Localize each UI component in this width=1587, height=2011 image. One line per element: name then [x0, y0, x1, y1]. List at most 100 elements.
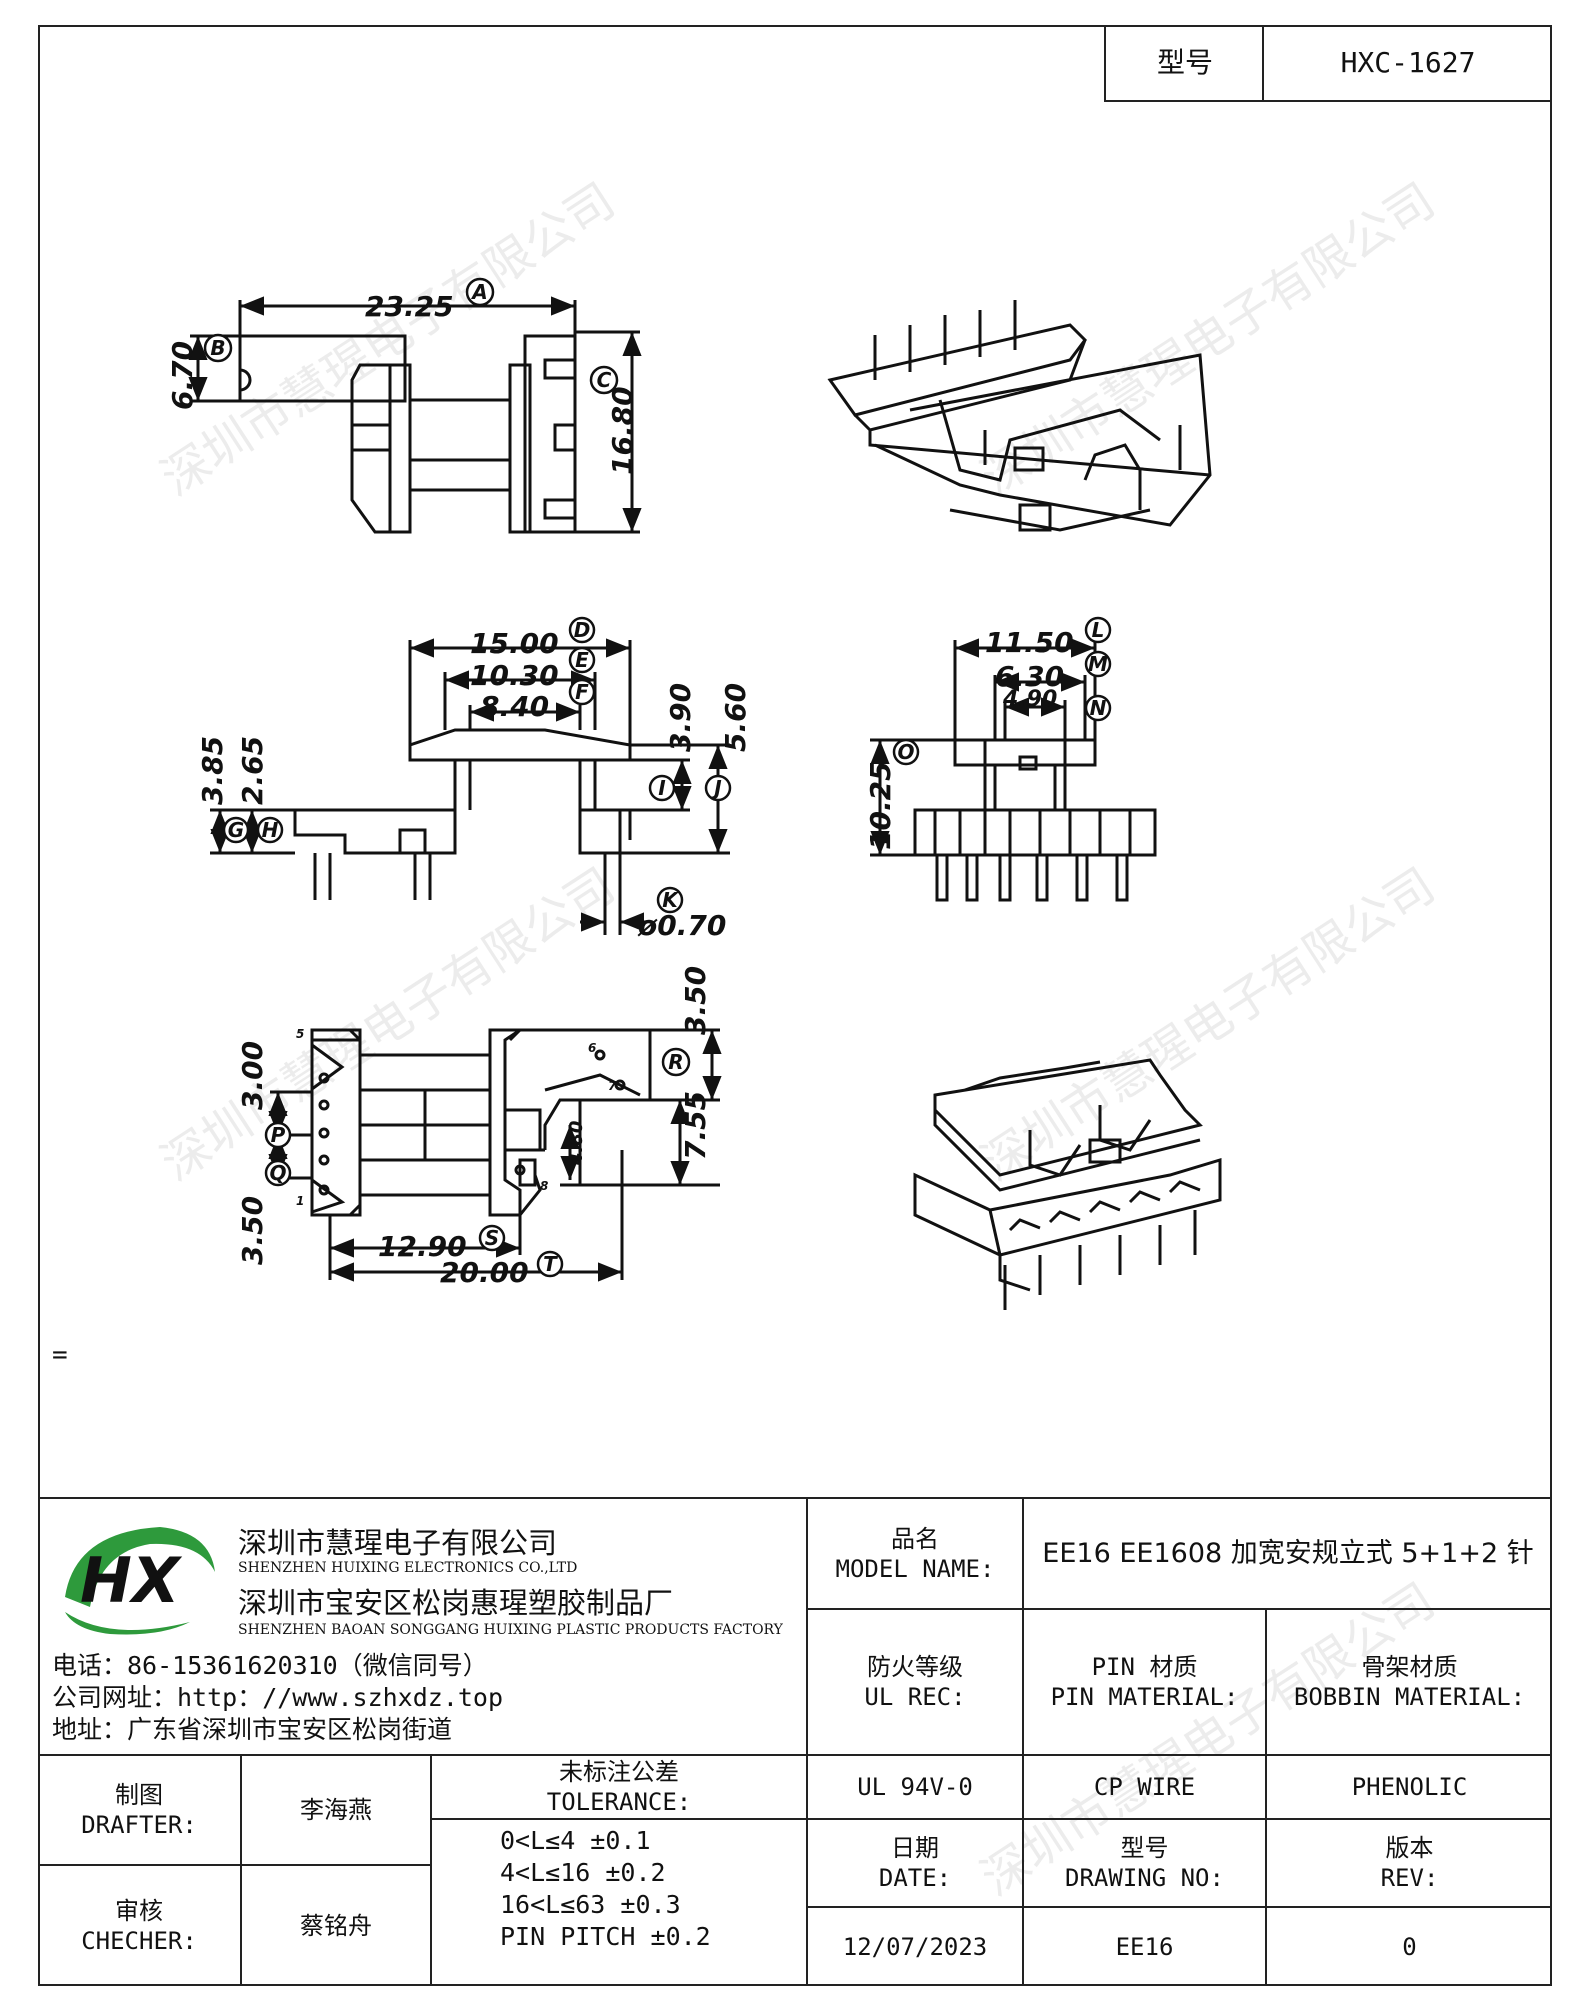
dim-D: 15.00 — [470, 627, 559, 660]
model-value-text: HXC-1627 — [1340, 46, 1476, 79]
dim-K: ø0.70 — [637, 909, 726, 942]
dim-R2: 7.55 — [679, 1091, 712, 1160]
pin-number: 8 — [540, 1179, 548, 1193]
balloon-letter: S — [485, 1226, 499, 1250]
balloon-letter: D — [574, 618, 591, 642]
factory-name-en: SHENZHEN BAOAN SONGGANG HUIXING PLASTIC … — [238, 1622, 783, 1638]
ul-rec-label: 防火等级 UL REC: — [808, 1610, 1022, 1754]
balloon-letter: A — [470, 280, 487, 304]
rev-value: 0 — [1402, 1933, 1417, 1961]
dim-G: 3.85 — [196, 736, 229, 805]
pin-number: 1 — [296, 1194, 304, 1208]
drawing-no-label: 型号 DRAWING NO: — [1024, 1820, 1265, 1906]
dim-M: 6.30 — [995, 660, 1064, 693]
balloon-letter: H — [262, 818, 279, 842]
dim-R: 3.50 — [679, 966, 712, 1035]
balloon-letter: L — [1092, 618, 1105, 642]
tolerance-label: 未标注公差 TOLERANCE: — [432, 1756, 806, 1818]
pin-number: 5 — [296, 1027, 304, 1041]
balloon-letter: M — [1088, 652, 1108, 676]
rev-label: 版本 REV: — [1267, 1820, 1552, 1906]
drafter-label: 制图 DRAFTER: — [38, 1756, 240, 1864]
bobbin-material-label: 骨架材质 BOBBIN MATERIAL: — [1267, 1610, 1552, 1754]
divider — [38, 1497, 1552, 1499]
balloon-letter: G — [228, 818, 244, 842]
divider — [808, 1818, 1552, 1820]
model-label: 型号 — [1104, 25, 1264, 102]
divider — [38, 1864, 430, 1866]
drafter-cn: 制图 — [115, 1781, 163, 1809]
checker-label: 审核 CHECHER: — [38, 1866, 240, 1986]
dim-A: 23.25 — [365, 290, 454, 323]
dim-N: 4.90 — [1002, 687, 1057, 712]
tolerance-line: 16<L≤63 ±0.3 — [500, 1890, 681, 1919]
divider — [38, 1754, 1552, 1756]
dim-E: 10.30 — [470, 659, 559, 692]
company-address: 地址：广东省深圳市宝安区松岗街道 — [52, 1715, 453, 1744]
logo-letters: HX — [80, 1544, 183, 1617]
tolerance-line: PIN PITCH ±0.2 — [500, 1922, 711, 1951]
rev-cn: 版本 — [1385, 1834, 1434, 1862]
dim-L: 11.50 — [985, 626, 1074, 659]
dim-inner: 4.80 — [566, 1121, 587, 1166]
ul-rec-en: UL REC: — [864, 1683, 966, 1711]
tolerance-values: 0<L≤4 ±0.1 4<L≤16 ±0.2 16<L≤63 ±0.3 PIN … — [500, 1825, 800, 1953]
checker-cn: 审核 — [115, 1897, 163, 1925]
dim-T: 20.00 — [440, 1256, 529, 1289]
drawing-no-en: DRAWING NO: — [1065, 1864, 1224, 1892]
checker-en: CHECHER: — [81, 1927, 197, 1955]
balloon-letter: K — [662, 888, 679, 912]
model-name-en: MODEL NAME: — [835, 1554, 995, 1583]
divider — [1265, 1608, 1267, 1986]
drawing-no-value: EE16 — [1115, 1933, 1174, 1961]
drafter-value: 李海燕 — [300, 1796, 372, 1824]
drawing-no-cn: 型号 — [1120, 1834, 1169, 1862]
factory-name-cn: 深圳市宝安区松岗惠瑆塑胶制品厂 — [238, 1586, 674, 1620]
divider — [806, 1497, 808, 1986]
divider — [240, 1754, 242, 1986]
rev-en: REV: — [1380, 1864, 1439, 1892]
company-name-en: SHENZHEN HUIXING ELECTRONICS CO.,LTD — [238, 1560, 578, 1576]
balloon-letter: Q — [269, 1161, 286, 1185]
model-label-text: 型号 — [1156, 46, 1213, 79]
balloon-letter: T — [543, 1252, 558, 1276]
pin-number: 6 — [588, 1041, 596, 1055]
model-name-label: 品名 MODEL NAME: — [808, 1499, 1022, 1608]
ul-rec-cn: 防火等级 — [867, 1653, 963, 1681]
model-name-cn: 品名 — [891, 1524, 939, 1553]
divider — [808, 1608, 1552, 1610]
drawing-frame — [38, 25, 1552, 1986]
bobbin-material-value: PHENOLIC — [1351, 1773, 1468, 1801]
bobbin-material-cn: 骨架材质 — [1361, 1653, 1458, 1681]
dim-F: 8.40 — [480, 690, 549, 723]
divider — [1022, 1497, 1024, 1986]
stray-mark: = — [52, 1340, 68, 1370]
balloon-labels: A B C D E F G H I J K L M N O P Q R S T — [210, 280, 1108, 1276]
date-label: 日期 DATE: — [808, 1820, 1022, 1906]
dimension-values: 23.25 6.70 16.80 15.00 10.30 8.40 3.85 2… — [166, 290, 1074, 1289]
drafter-en: DRAFTER: — [81, 1811, 197, 1839]
tolerance-cn: 未标注公差 — [559, 1758, 679, 1786]
dim-I: 3.90 — [664, 683, 697, 752]
dim-P: 3.00 — [236, 1041, 269, 1110]
balloon-letter: I — [658, 776, 666, 800]
ul-rec-value: UL 94V-0 — [857, 1773, 973, 1801]
dim-H: 2.65 — [236, 736, 269, 805]
pin-material-cn: PIN 材质 — [1091, 1653, 1198, 1681]
balloon-letter: F — [575, 680, 589, 704]
pin-numbers: 5 1 6 7 8 — [296, 1027, 617, 1208]
balloon-letter: B — [210, 336, 225, 360]
front-view — [210, 638, 730, 935]
divider — [808, 1906, 1552, 1908]
tolerance-en: TOLERANCE: — [546, 1788, 692, 1816]
pin-number: 7 — [608, 1079, 617, 1093]
logo-graphic: HX — [65, 1527, 215, 1635]
pin-material-en: PIN MATERIAL: — [1050, 1683, 1239, 1711]
balloon-letter: O — [897, 740, 914, 764]
technical-drawing: A B C D E F G H I J K L M N O P Q R S T … — [166, 277, 1222, 1310]
tolerance-line: 0<L≤4 ±0.1 — [500, 1826, 651, 1855]
company-phone: 电话：86-15361620310（微信同号） — [52, 1651, 488, 1680]
model-name-value: EE16 EE1608 加宽安规立式 5+1+2 针 — [1042, 1537, 1534, 1569]
pin-material-label: PIN 材质 PIN MATERIAL: — [1024, 1610, 1265, 1754]
date-cn: 日期 — [891, 1834, 939, 1862]
